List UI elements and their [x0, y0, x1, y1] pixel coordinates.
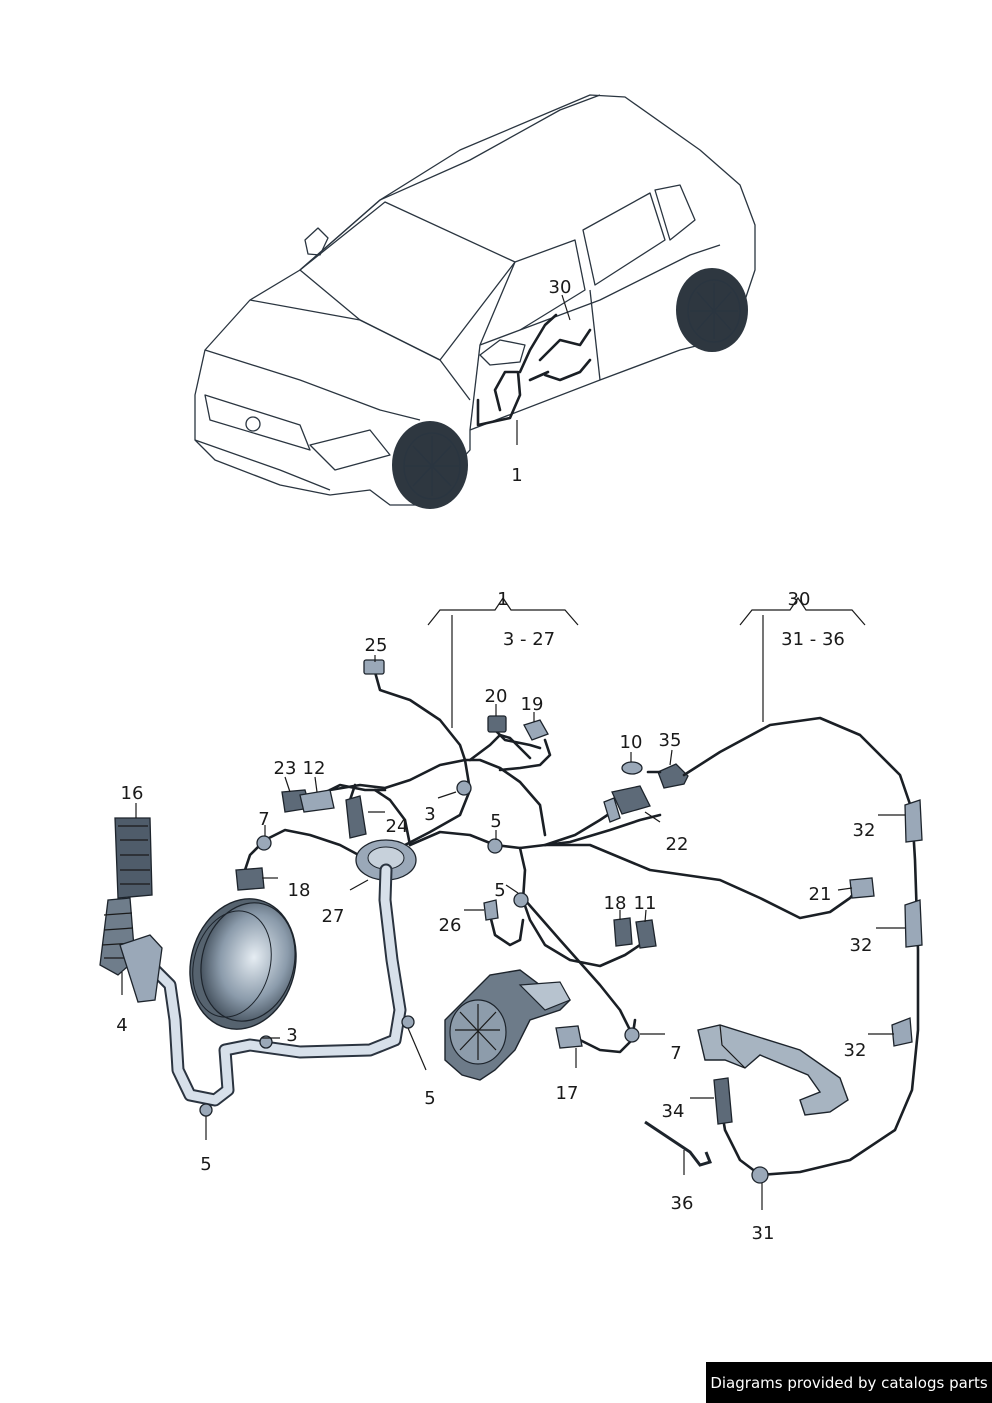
- connector-18a: [235, 867, 265, 891]
- callout-18b: 18: [604, 893, 627, 914]
- callout-1-car: 1: [511, 465, 522, 486]
- door-handle: [697, 1024, 849, 1116]
- group-bracket-30: [739, 596, 866, 626]
- callout-5c: 5: [424, 1088, 435, 1109]
- car-illustration: [194, 94, 756, 509]
- tube-bellows-4: [99, 897, 163, 1003]
- connector-20: [487, 715, 507, 733]
- connector-34: [713, 1077, 733, 1125]
- grommet-5c: [401, 1015, 415, 1029]
- car-rear-side-window: [582, 192, 666, 286]
- callout-7a: 7: [258, 809, 269, 830]
- grommet-27: [355, 839, 417, 881]
- callout-5b: 5: [494, 880, 505, 901]
- connector-26: [483, 899, 499, 921]
- callout-19: 19: [521, 694, 544, 715]
- callout-11: 11: [634, 893, 657, 914]
- callout-24: 24: [386, 816, 409, 837]
- callout-3a: 3: [424, 804, 435, 825]
- connector-11: [635, 919, 657, 949]
- clip-32b: [904, 899, 923, 948]
- grommet-5d: [199, 1103, 213, 1117]
- car-door-harness: [476, 313, 592, 427]
- grommet-5a: [487, 838, 503, 854]
- callout-25: 25: [365, 635, 388, 656]
- callout-22: 22: [666, 834, 689, 855]
- connector-18b: [613, 917, 633, 947]
- callout-range-3-27: 3 - 27: [503, 629, 555, 650]
- car-front-wheel: [392, 421, 468, 509]
- callout-32c: 32: [844, 1040, 867, 1061]
- callout-10: 10: [620, 732, 643, 753]
- speaker: [189, 898, 297, 1030]
- car-mirror-left: [304, 227, 329, 256]
- callout-23: 23: [274, 758, 297, 779]
- callout-17: 17: [556, 1083, 579, 1104]
- callout-36: 36: [671, 1193, 694, 1214]
- door-handle-harness: [646, 615, 923, 1184]
- callout-32b: 32: [850, 935, 873, 956]
- grommet-3: [456, 780, 472, 796]
- callout-labels: 1 30 1 3 - 27 30 31 - 36 25 20 19 10 35 …: [116, 277, 875, 1244]
- callout-1: 1: [497, 589, 508, 610]
- callout-21: 21: [809, 884, 832, 905]
- car-bumper: [194, 439, 331, 491]
- car-windshield: [299, 201, 516, 361]
- callout-20: 20: [485, 686, 508, 707]
- callout-30-car: 30: [549, 277, 572, 298]
- door-wiring-harness: [243, 615, 860, 1054]
- connector-17: [555, 1025, 583, 1049]
- callout-30: 30: [788, 589, 811, 610]
- clip-32a: [904, 799, 923, 843]
- connector-22: [603, 785, 651, 823]
- callout-3b: 3: [286, 1025, 297, 1046]
- connector-12: [299, 789, 335, 813]
- callout-26: 26: [439, 915, 462, 936]
- watermark-banner: Diagrams provided by catalogs parts: [706, 1362, 992, 1403]
- callout-7b: 7: [670, 1043, 681, 1064]
- protective-tube: [123, 863, 415, 1117]
- callout-16: 16: [121, 783, 144, 804]
- callout-18a: 18: [288, 880, 311, 901]
- callout-5a: 5: [490, 811, 501, 832]
- connector-25: [363, 659, 385, 675]
- window-regulator-motor: [444, 969, 571, 1081]
- clip-32c: [891, 1017, 913, 1047]
- grommet-31: [751, 1166, 769, 1184]
- callout-35: 35: [659, 730, 682, 751]
- connector-35: [657, 763, 689, 789]
- car-roof-line: [299, 94, 601, 271]
- callout-range-31-36: 31 - 36: [781, 629, 845, 650]
- car-badge: [245, 416, 261, 432]
- callout-32a: 32: [853, 820, 876, 841]
- connector-19: [523, 719, 549, 741]
- car-quarter-window: [654, 184, 696, 241]
- callout-34: 34: [662, 1101, 685, 1122]
- car-mirror: [479, 339, 526, 366]
- group-bracket-1: [427, 596, 579, 626]
- car-grille: [204, 394, 311, 451]
- cable-tie-36: [644, 1120, 713, 1167]
- car-headlight: [309, 429, 391, 471]
- connector-24: [345, 795, 367, 839]
- grommet-5b: [513, 892, 529, 908]
- grommet-7a: [256, 835, 272, 851]
- callout-27: 27: [322, 906, 345, 927]
- leader-lines: [121, 655, 905, 1210]
- callout-12: 12: [303, 758, 326, 779]
- grommet-10: [621, 761, 643, 775]
- car-rear-wheel: [676, 268, 748, 352]
- callout-4: 4: [116, 1015, 127, 1036]
- grommet-3b: [259, 1035, 273, 1049]
- callout-5d: 5: [200, 1154, 211, 1175]
- grommet-7b: [624, 1027, 640, 1043]
- connector-21: [849, 877, 875, 899]
- connector-16: [114, 817, 153, 899]
- callout-31: 31: [752, 1223, 775, 1244]
- car-front-side-window: [479, 239, 586, 346]
